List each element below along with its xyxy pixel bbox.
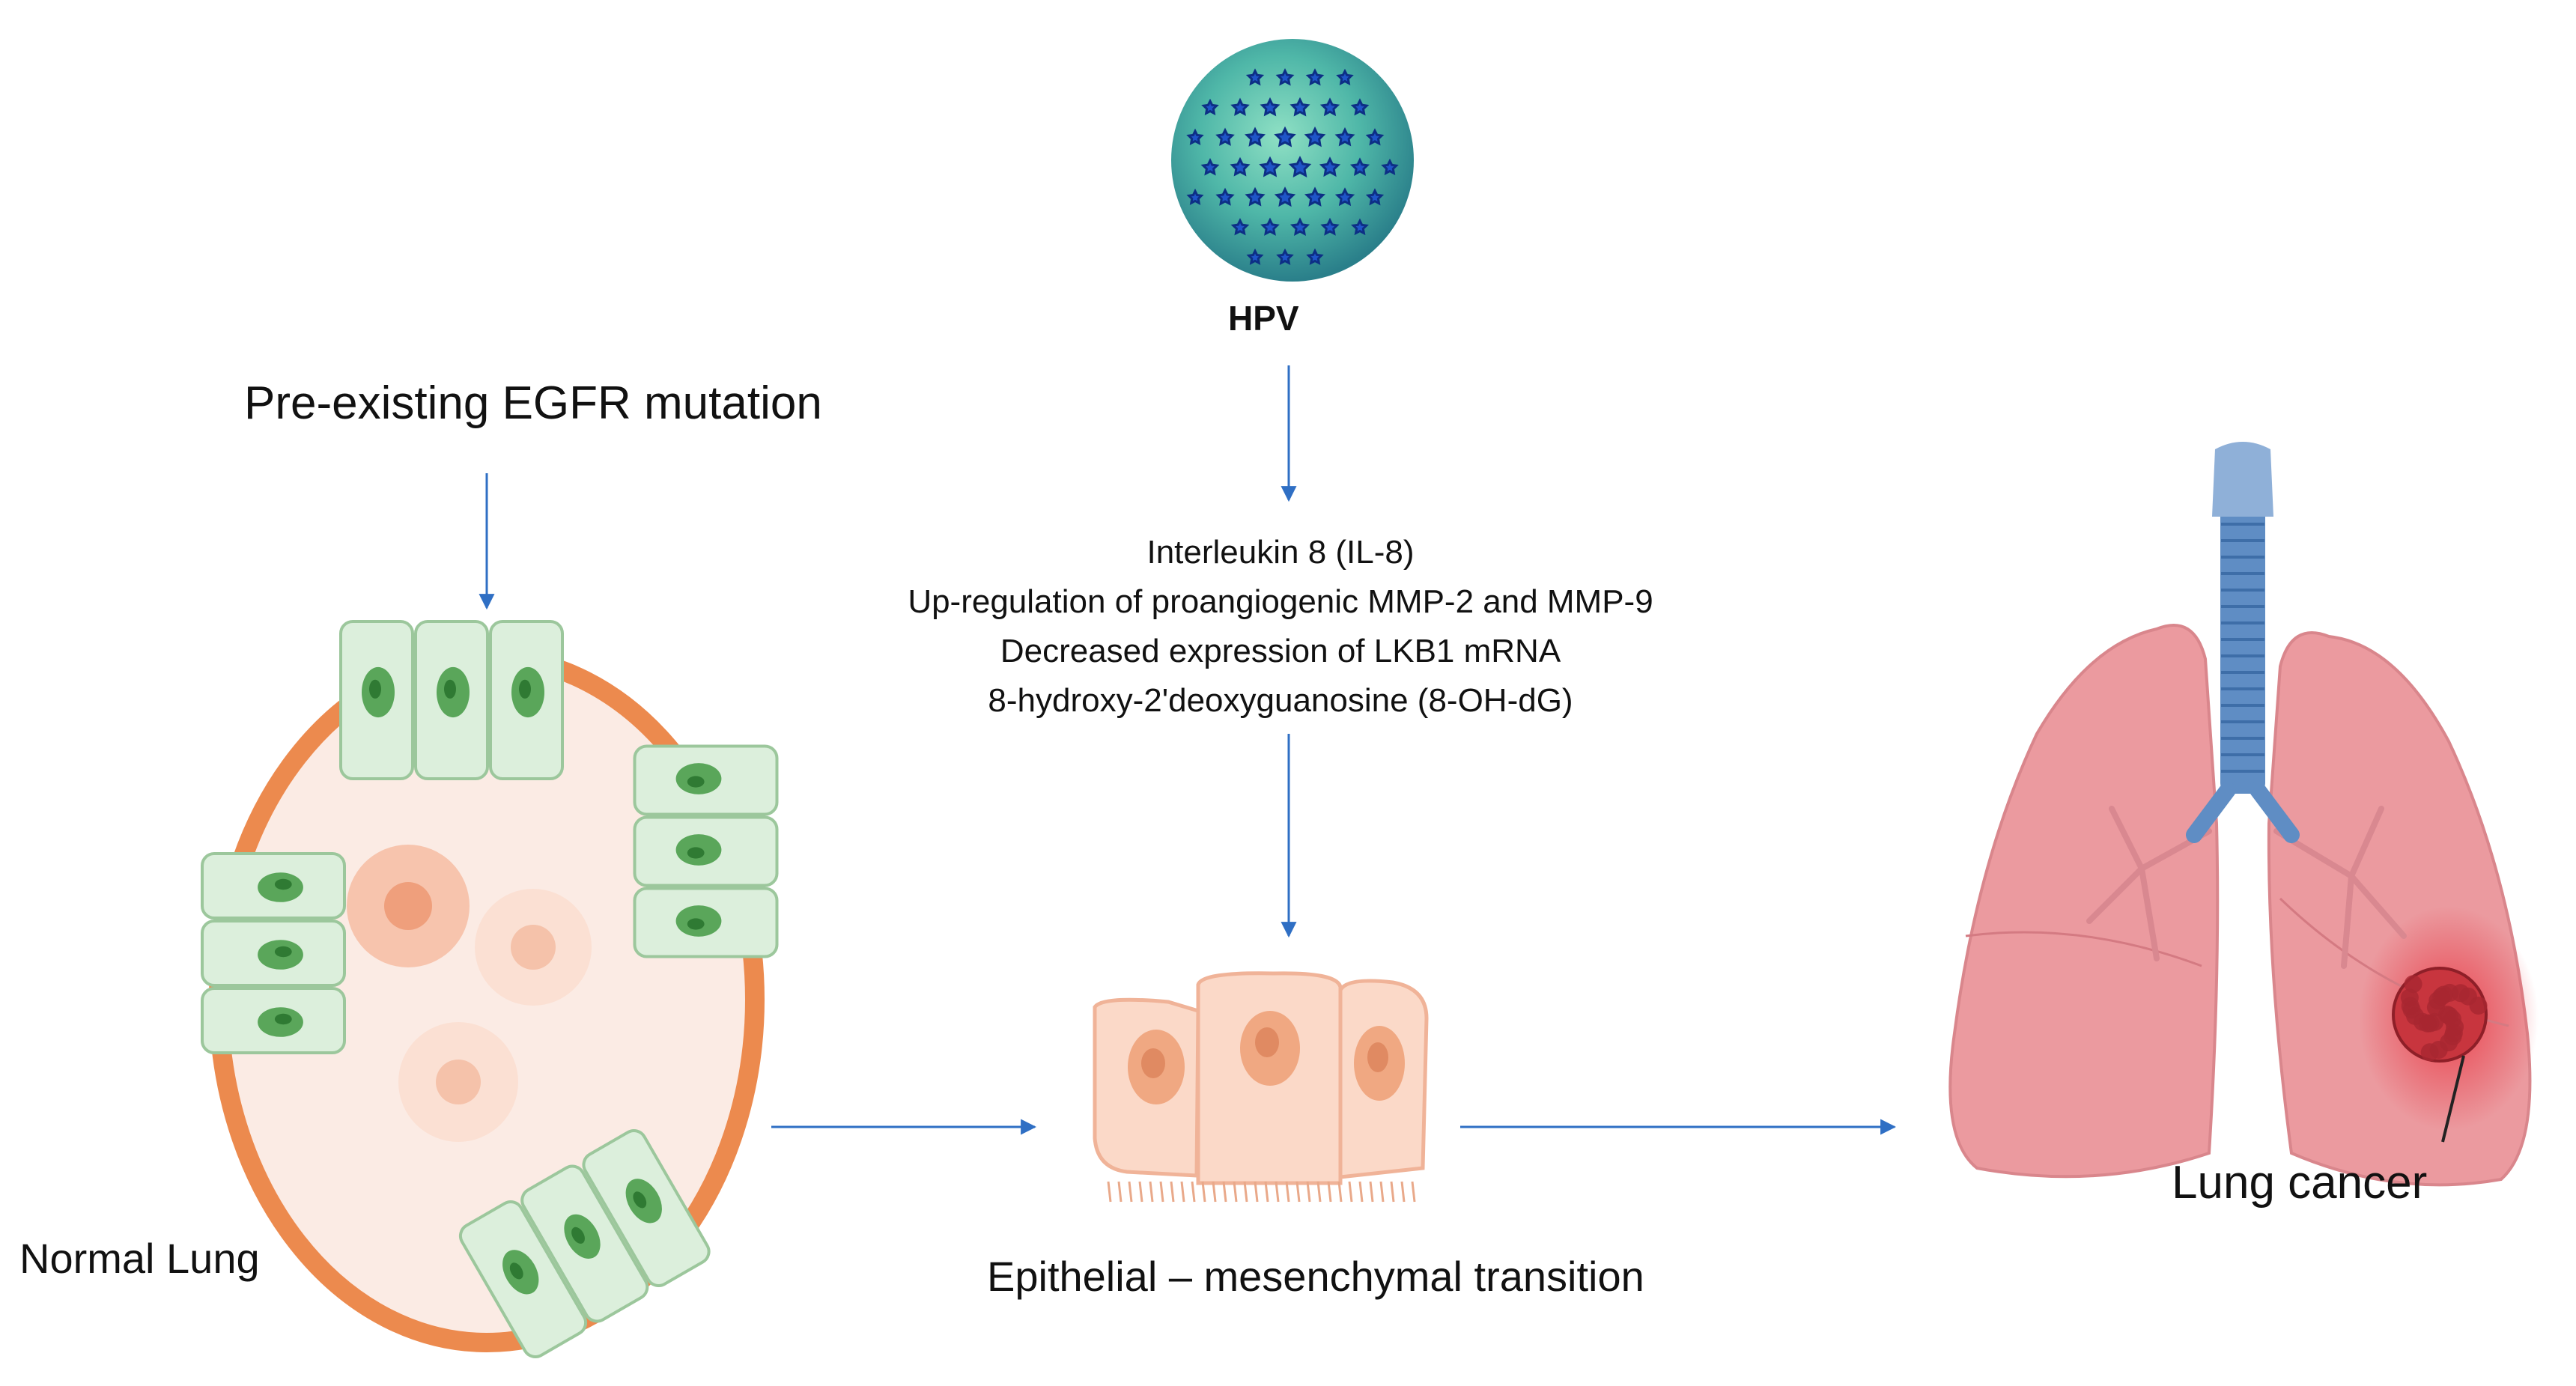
- lung-cancer-label: Lung cancer: [2172, 1157, 2428, 1209]
- mechanism-item: Up-regulation of proangiogenic MMP-2 and…: [908, 583, 1653, 620]
- egfr-mutation-label: Pre-existing EGFR mutation: [244, 377, 822, 429]
- hpv-label: HPV: [1228, 299, 1299, 338]
- tumor-mass: [2392, 967, 2488, 1063]
- normal-lung-label: Normal Lung: [19, 1235, 260, 1282]
- epithelial-cells: [201, 620, 779, 1358]
- macrophage-cells: [347, 845, 592, 1142]
- hpv-mechanisms-list: Interleukin 8 (IL-8) Up-regulation of pr…: [794, 528, 1767, 726]
- emt-label: Epithelial – mesenchymal transition: [987, 1253, 1644, 1300]
- mechanism-item: Decreased expression of LKB1 mRNA: [1000, 633, 1561, 669]
- mechanism-item: 8-hydroxy-2'deoxyguanosine (8-OH-dG): [988, 682, 1573, 719]
- mechanism-item: Interleukin 8 (IL-8): [1146, 534, 1415, 571]
